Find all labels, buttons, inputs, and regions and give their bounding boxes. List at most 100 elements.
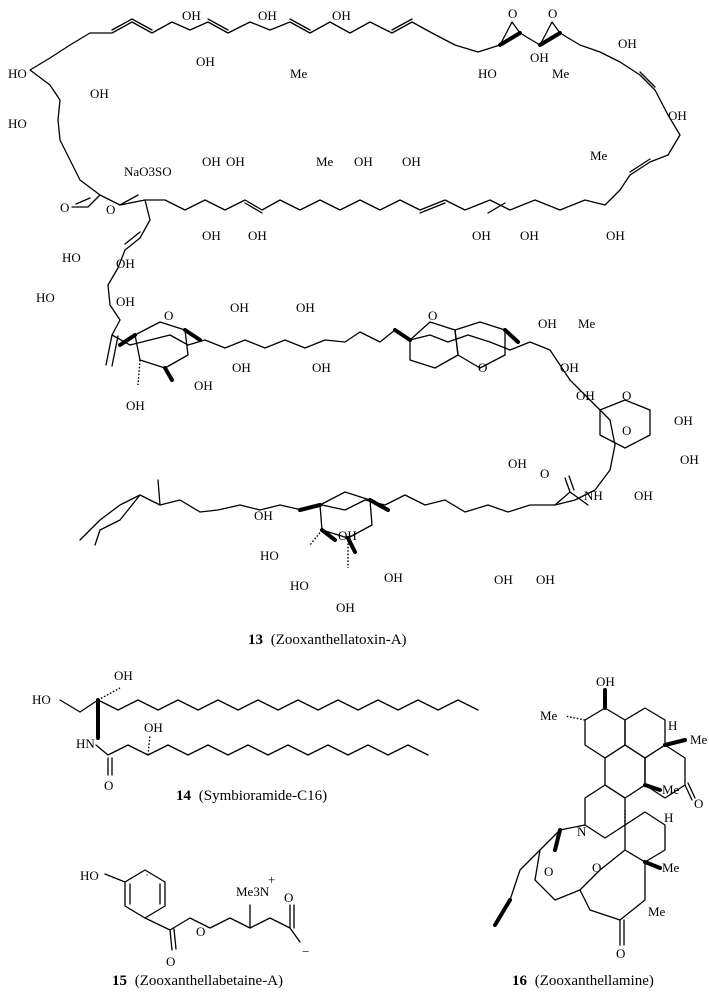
atom-label: O <box>544 864 553 879</box>
atom-label: OH <box>508 456 527 471</box>
atom-label: OH <box>254 508 273 523</box>
atom-label: OH <box>680 452 699 467</box>
atom-label: OH <box>116 256 135 271</box>
atom-label: O <box>540 466 549 481</box>
atom-label: OH <box>226 154 245 169</box>
atom-label: O <box>478 360 487 375</box>
atom-label: OH <box>576 388 595 403</box>
atom-label: Me <box>590 148 608 163</box>
atom-label: O <box>104 778 113 793</box>
atom-label: OH <box>520 228 539 243</box>
atom-label: OH <box>606 228 625 243</box>
atom-label: O <box>694 796 703 811</box>
atom-label: OH <box>494 572 513 587</box>
atom-label: OH <box>202 228 221 243</box>
atom-label: + <box>268 872 275 887</box>
atom-label: O <box>428 308 437 323</box>
atom-label: NaO3SO <box>124 164 172 179</box>
atom-label: OH <box>114 668 133 683</box>
compound-15-structure <box>104 869 301 951</box>
atom-label: HO <box>478 66 497 81</box>
atom-label: OH <box>560 360 579 375</box>
atom-label: HO <box>32 692 51 707</box>
atom-label: OH <box>296 300 315 315</box>
atom-label: HO <box>62 250 81 265</box>
atom-label: Me <box>290 66 308 81</box>
atom-label: Me <box>578 316 596 331</box>
atom-label: OH <box>194 378 213 393</box>
atom-label: O <box>60 200 69 215</box>
caption-15: 15 (Zooxanthellabetaine-A) <box>112 973 283 989</box>
atom-label: OH <box>144 720 163 735</box>
atom-label: Me <box>316 154 334 169</box>
atom-label: O <box>196 924 205 939</box>
atom-label: OH <box>674 413 693 428</box>
atom-label: OH <box>536 572 555 587</box>
atom-label: OH <box>530 50 549 65</box>
atom-label: HO <box>8 66 27 81</box>
atom-label: O <box>616 946 625 961</box>
atom-label: OH <box>618 36 637 51</box>
atom-label: NH <box>584 488 603 503</box>
atom-label: OH <box>248 228 267 243</box>
atom-label: Me <box>540 708 558 723</box>
atom-label: OH <box>354 154 373 169</box>
atom-label: OH <box>202 154 221 169</box>
atom-label: Me <box>662 782 680 797</box>
atom-label: OH <box>634 488 653 503</box>
atom-label: HN <box>76 736 95 751</box>
atom-label: OH <box>596 674 615 689</box>
compound-14-atom-labels: OH HO HN OH O <box>32 668 163 793</box>
atom-label: OH <box>332 8 351 23</box>
atom-label: Me <box>662 860 680 875</box>
atom-label: Me <box>552 66 570 81</box>
compound-13-structure <box>29 18 681 568</box>
caption-16: 16 (Zooxanthellamine) <box>512 973 654 989</box>
atom-label: OH <box>336 600 355 615</box>
atom-label: O <box>622 423 631 438</box>
atom-label: O <box>164 308 173 323</box>
compound-13-atom-labels: OH OH OH OH O O OH HO OH Me Me HO OH Me … <box>8 6 699 615</box>
atom-label: O <box>622 388 631 403</box>
atom-label: H <box>668 718 677 733</box>
atom-label: OH <box>116 294 135 309</box>
atom-label: O <box>166 954 175 969</box>
atom-label: HO <box>8 116 27 131</box>
atom-label: OH <box>384 570 403 585</box>
atom-label: OH <box>312 360 331 375</box>
atom-label: Me3N <box>236 884 270 899</box>
atom-label: OH <box>472 228 491 243</box>
atom-label: Me <box>690 732 708 747</box>
caption-13: 13 (Zooxanthellatoxin-A) <box>248 632 407 648</box>
atom-label: OH <box>338 528 357 543</box>
atom-label: OH <box>182 8 201 23</box>
atom-label: HO <box>36 290 55 305</box>
atom-label: N <box>577 824 587 839</box>
atom-label: O <box>284 890 293 905</box>
atom-label: OH <box>196 54 215 69</box>
atom-label: HO <box>260 548 279 563</box>
atom-label: HO <box>80 868 99 883</box>
atom-label: O <box>592 860 601 875</box>
compound-16-structure <box>493 688 696 946</box>
caption-14: 14 (Symbioramide-C16) <box>176 788 327 804</box>
atom-label: OH <box>538 316 557 331</box>
atom-label: OH <box>402 154 421 169</box>
atom-label: OH <box>258 8 277 23</box>
atom-label: HO <box>290 578 309 593</box>
atom-label: − <box>302 944 309 959</box>
atom-label: OH <box>126 398 145 413</box>
atom-label: O <box>508 6 517 21</box>
atom-label: H <box>664 810 673 825</box>
compound-16-atom-labels: OH Me H Me Me O H N O O Me Me O <box>540 674 708 961</box>
atom-label: O <box>548 6 557 21</box>
atom-label: OH <box>230 300 249 315</box>
atom-label: Me <box>648 904 666 919</box>
atom-label: OH <box>90 86 109 101</box>
atom-label: O <box>106 202 115 217</box>
atom-label: OH <box>668 108 687 123</box>
compound-15-atom-labels: HO Me3N + O O O − <box>80 868 309 969</box>
compound-14-structure <box>59 687 479 776</box>
atom-label: OH <box>232 360 251 375</box>
